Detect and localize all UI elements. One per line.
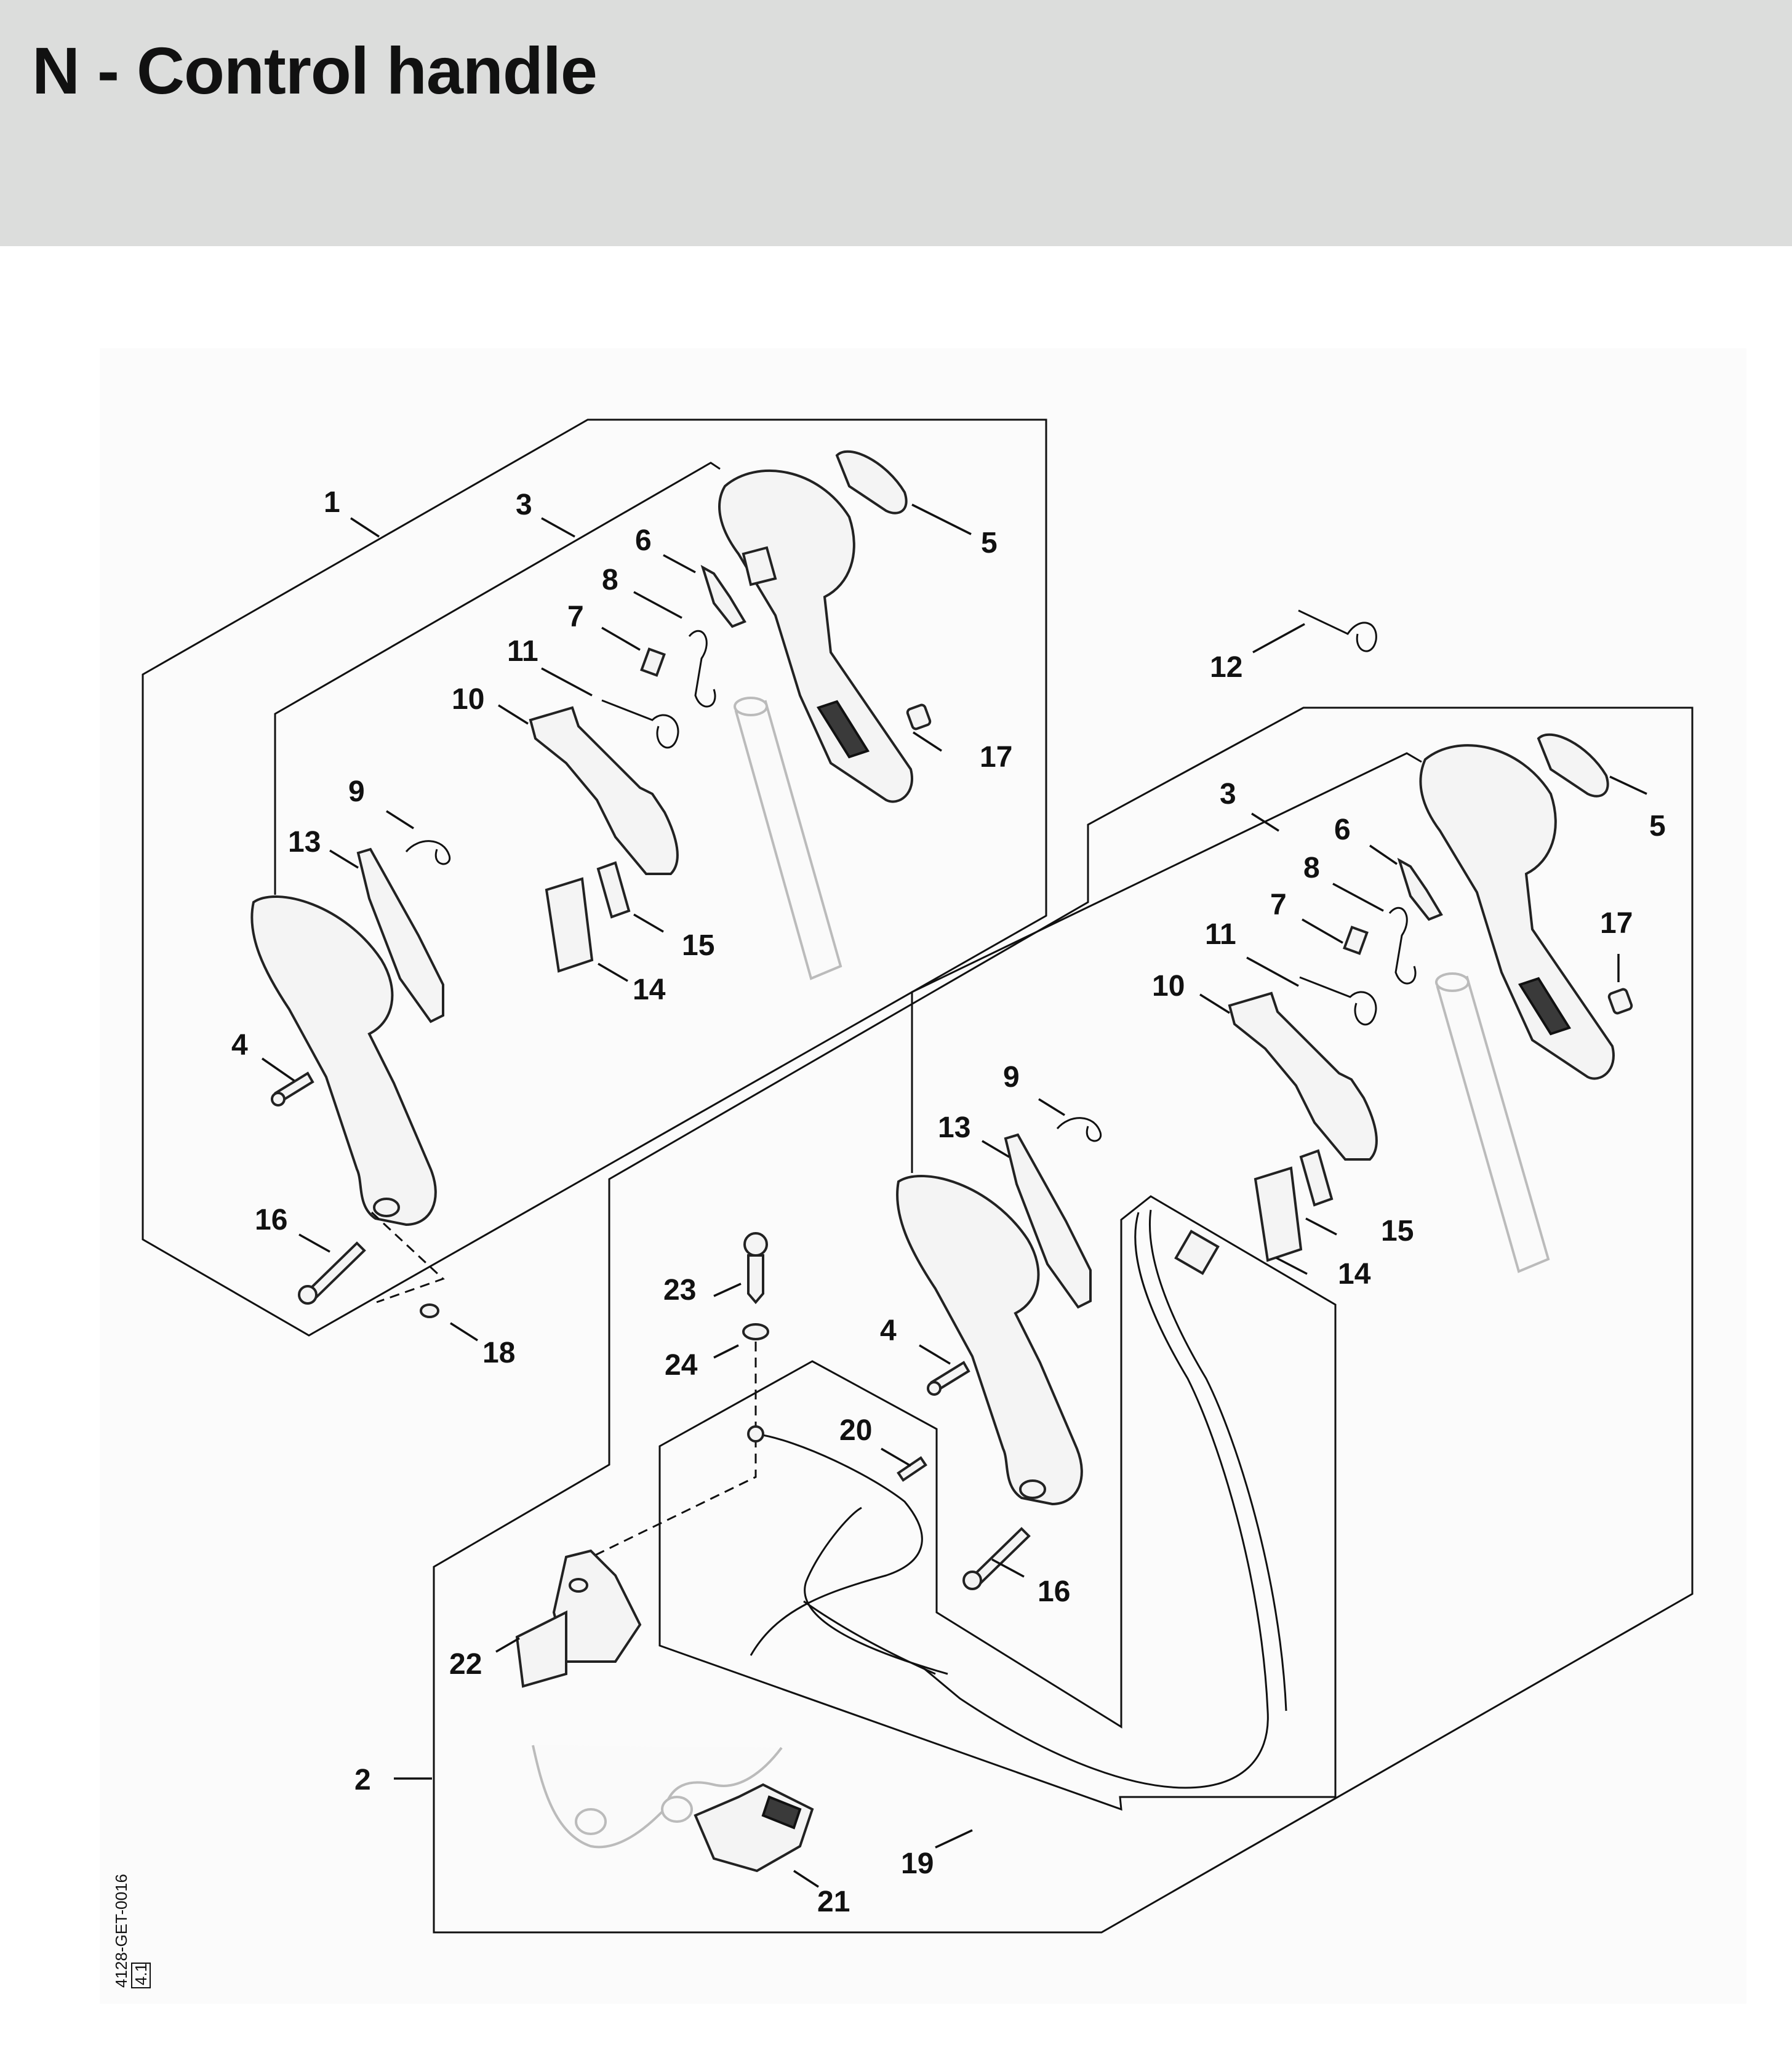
callout-9b: 9 [1003, 1061, 1020, 1094]
callout-8a: 8 [602, 564, 618, 596]
grip-half-upper [250, 895, 437, 1227]
wire-20 [747, 1425, 927, 1656]
switch-22 [515, 1549, 642, 1688]
callout-6b: 6 [1334, 814, 1351, 846]
screw-23 [743, 1232, 768, 1305]
washer-18 [420, 1303, 439, 1318]
dash-16-18 [370, 1211, 445, 1303]
spring-8-lower [1388, 906, 1417, 985]
spring-11-lower [1299, 976, 1377, 1026]
leader-lines [262, 503, 1647, 1888]
callout-16b: 16 [1038, 1575, 1070, 1608]
callout-10b: 10 [1152, 970, 1185, 1002]
callout-1: 1 [324, 486, 340, 519]
switch-21 [532, 1745, 814, 1873]
spring-9-lower [1056, 1117, 1102, 1142]
callout-24: 24 [665, 1349, 698, 1382]
callout-19: 19 [901, 1847, 934, 1880]
drawing-code: 4128-GET-0016 4.1 [112, 1874, 151, 1988]
screw-4-upper [271, 1071, 314, 1107]
spring-9-upper [405, 840, 451, 865]
screw-7-lower [1343, 926, 1369, 955]
cable-19 [803, 1209, 1287, 1789]
callout-14b: 14 [1338, 1258, 1371, 1291]
washer-24 [742, 1323, 769, 1340]
callout-14a: 14 [633, 974, 666, 1006]
trigger-13-upper [356, 847, 444, 1023]
drawing-version-box [131, 1963, 151, 1988]
callout-5a: 5 [981, 527, 998, 559]
bolt-16-upper [298, 1241, 366, 1305]
spring-12 [1298, 609, 1377, 652]
callout-23: 23 [663, 1274, 696, 1307]
lever-10-upper [529, 706, 679, 875]
screw-7-upper [640, 647, 666, 677]
callout-17a: 17 [980, 741, 1012, 774]
spring-11-upper [601, 699, 679, 749]
callout-13a: 13 [288, 826, 321, 858]
callout-5b: 5 [1649, 810, 1666, 842]
screw-4-lower [927, 1361, 970, 1396]
callout-22: 22 [449, 1648, 482, 1681]
callout-3a: 3 [516, 489, 532, 521]
plate-14-upper [545, 877, 594, 973]
callout-4a: 4 [231, 1029, 248, 1062]
cover-5-lower [1537, 733, 1609, 798]
callout-21: 21 [817, 1886, 850, 1918]
callout-4b: 4 [880, 1315, 897, 1347]
bolt-16-lower [962, 1527, 1031, 1590]
lever-10-lower [1228, 991, 1378, 1161]
plate-14-lower [1254, 1166, 1303, 1262]
callout-15b: 15 [1381, 1215, 1414, 1247]
drawing-code-text: 4128-GET-0016 [112, 1874, 130, 1988]
page-title: N - Control handle [32, 33, 598, 108]
callout-3b: 3 [1220, 778, 1236, 810]
callout-17b: 17 [1600, 907, 1633, 940]
assembly-2-outline [433, 706, 1694, 1934]
dash-23-22 [566, 1342, 757, 1571]
clip-6-lower [1397, 857, 1443, 921]
spring-8-upper [688, 630, 716, 708]
plate-15-lower [1299, 1149, 1334, 1207]
callout-7a: 7 [567, 601, 584, 633]
assembly-3-outline-b [911, 752, 1422, 1173]
callout-8b: 8 [1303, 852, 1320, 884]
cover-5-upper [835, 450, 908, 514]
callout-9a: 9 [348, 775, 365, 808]
trigger-13-lower [1004, 1133, 1092, 1309]
callout-2: 2 [354, 1764, 371, 1796]
callout-6a: 6 [635, 524, 652, 557]
nut-17-lower [1607, 988, 1633, 1015]
callouts: 1 3 6 8 7 11 10 9 13 4 16 18 15 14 17 5 … [231, 486, 1666, 1918]
header-bar: N - Control handle [0, 0, 1792, 246]
tube-ghost-upper [734, 697, 842, 980]
assembly-1-outline [142, 418, 1047, 1337]
callout-15a: 15 [682, 929, 714, 962]
grip-half-lower [896, 1175, 1083, 1506]
callout-11a: 11 [507, 635, 538, 668]
callout-11b: 11 [1205, 918, 1236, 951]
handle-housing-lower [1419, 744, 1615, 1080]
callout-10a: 10 [452, 683, 484, 716]
plate-15-upper [596, 861, 631, 919]
tube-ghost-lower [1435, 972, 1550, 1273]
callout-13b: 13 [938, 1111, 970, 1144]
assembly-3-outline-a [274, 462, 721, 895]
callout-20: 20 [839, 1414, 872, 1447]
nut-17-upper [906, 703, 932, 730]
callout-12: 12 [1210, 651, 1242, 684]
callout-7b: 7 [1270, 889, 1287, 921]
callout-18: 18 [482, 1337, 515, 1369]
handle-housing-upper [718, 469, 913, 803]
clip-6-upper [700, 564, 746, 628]
callout-16a: 16 [255, 1204, 287, 1236]
assembly-19-outline [658, 1195, 1337, 1811]
drawing-version-text: 4.1 [132, 1963, 150, 1985]
